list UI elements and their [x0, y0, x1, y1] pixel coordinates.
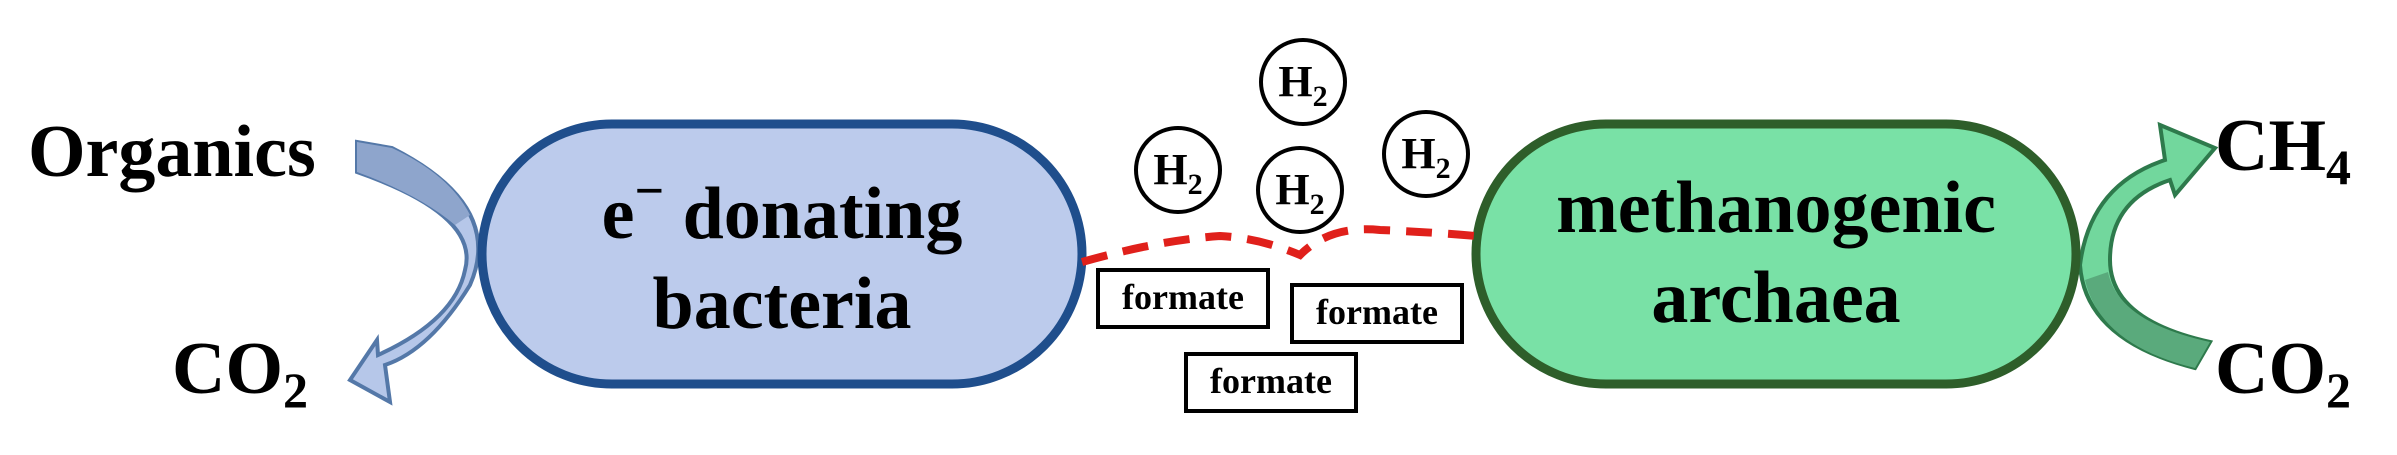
right-arrow-bottom-segment [2085, 272, 2210, 368]
svg-text:H2: H2 [1153, 145, 1202, 201]
svg-text:H2: H2 [1278, 57, 1327, 113]
formate-box: formate [1290, 283, 1464, 344]
h2-molecule: H2 [1134, 126, 1222, 214]
bacteria-label-line2: bacteria [653, 263, 912, 345]
bacteria-label-line1: e− donating [602, 163, 963, 255]
organics-label: Organics [28, 111, 316, 193]
left-co2-label: CO2 [172, 328, 308, 418]
bacteria-cell [477, 119, 1087, 389]
interspecies-connector [1080, 225, 1477, 266]
svg-text:H2: H2 [1275, 165, 1324, 221]
right-co2-label: CO2 [2215, 328, 2351, 418]
formate-box: formate [1096, 268, 1270, 329]
svg-text:formate: formate [1210, 361, 1332, 401]
archaea-label-line2: archaea [1651, 257, 1900, 339]
h2-molecule: H2 [1259, 38, 1347, 126]
archaea-cell [1471, 119, 2081, 389]
svg-text:H2: H2 [1401, 129, 1450, 185]
svg-text:formate: formate [1316, 292, 1438, 332]
formate-box: formate [1184, 352, 1358, 413]
svg-text:formate: formate [1122, 277, 1244, 317]
ch4-label: CH4 [2215, 105, 2351, 195]
h2-molecule: H2 [1256, 146, 1344, 234]
left-arrow-top-segment [357, 142, 470, 225]
h2-molecule: H2 [1382, 110, 1470, 198]
archaea-label-line1: methanogenic [1556, 167, 1996, 249]
